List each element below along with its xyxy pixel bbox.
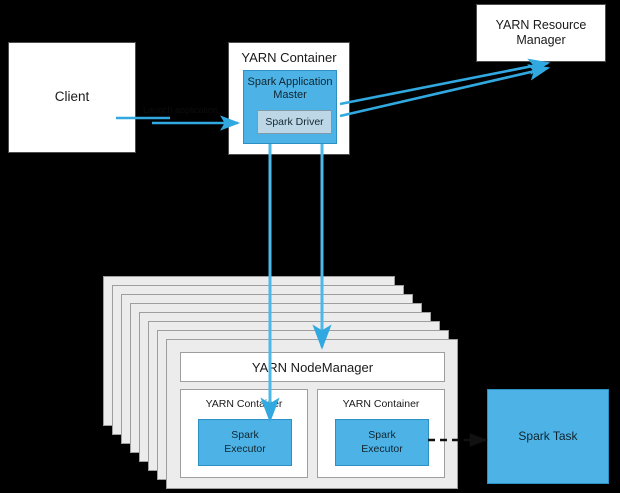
- spark-driver-box[interactable]: Spark Driver: [257, 110, 332, 134]
- spark-application-master-label: Spark Application Master: [247, 76, 333, 102]
- executor-yarn-container-left[interactable]: YARN Container Spark Executor: [180, 389, 308, 478]
- spark-task-label: Spark Task: [518, 429, 578, 444]
- spark-task-legend-box[interactable]: Spark Task: [487, 389, 609, 484]
- spark-driver-label: Spark Driver: [265, 115, 324, 128]
- launch-application-edge-label: Launch application: [143, 105, 219, 115]
- edge-request-resources: [339, 58, 551, 118]
- spark-executor-left-box[interactable]: Spark Executor: [198, 419, 292, 466]
- spark-executor-right-label-line2: Executor: [361, 442, 403, 455]
- yarn-resource-manager-label: YARN Resource Manager: [495, 17, 587, 47]
- nodemanager-front-card[interactable]: YARN NodeManager YARN Container Spark Ex…: [166, 339, 458, 489]
- executor-yarn-container-left-label: YARN Container: [205, 398, 283, 410]
- yarn-nodemanager-box[interactable]: YARN NodeManager: [180, 352, 445, 382]
- executor-yarn-container-right-label: YARN Container: [342, 398, 420, 410]
- executor-yarn-container-right[interactable]: YARN Container Spark Executor: [317, 389, 445, 478]
- spark-executor-left-label-line1: Spark: [231, 429, 259, 442]
- yarn-resource-manager-box[interactable]: YARN Resource Manager: [476, 4, 606, 62]
- spark-executor-right-box[interactable]: Spark Executor: [335, 419, 429, 466]
- client-label: Client: [54, 89, 90, 105]
- spark-executor-right-label-line1: Spark: [368, 429, 396, 442]
- spark-executor-left-label-line2: Executor: [224, 442, 266, 455]
- client-box[interactable]: Client: [8, 42, 136, 153]
- driver-yarn-container-label: YARN Container: [241, 50, 337, 65]
- nodemanager-stack: YARN NodeManager YARN Container Spark Ex…: [103, 276, 463, 490]
- yarn-nodemanager-label: YARN NodeManager: [251, 359, 374, 375]
